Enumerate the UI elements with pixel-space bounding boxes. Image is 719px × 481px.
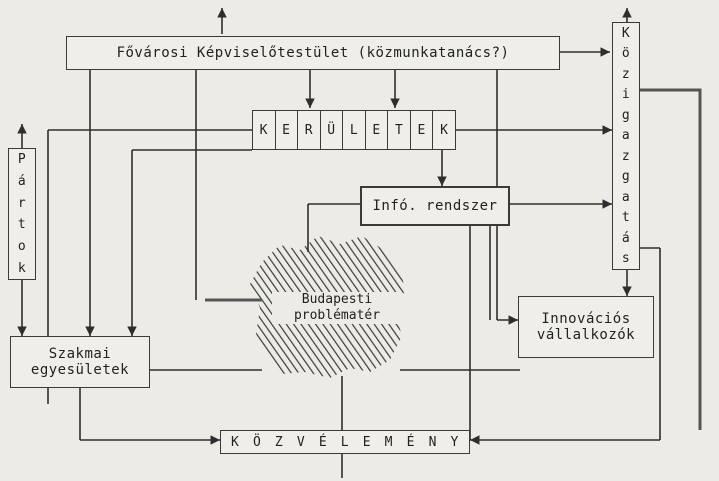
problemater-line1: Budapesti <box>272 292 402 308</box>
kozigazgatas-letter: a <box>622 129 630 142</box>
kozvelemeny-letter: E <box>363 435 371 450</box>
problemater-line2: problématér <box>272 308 402 324</box>
keruletek-letter: R <box>298 111 321 149</box>
kozvelemeny-letter: É <box>407 435 415 450</box>
keruletek-letter: K <box>253 111 276 149</box>
kozvelemeny-letter: Y <box>451 435 459 450</box>
node-budapesti-problemater: Budapesti problématér <box>272 292 402 324</box>
kozigazgatas-letter: g <box>622 109 630 122</box>
kozigazgatas-letter: ö <box>622 47 630 60</box>
keruletek-letter: K <box>433 111 455 149</box>
keruletek-letter: T <box>388 111 411 149</box>
kozigazgatas-letter: i <box>622 88 630 101</box>
keruletek-letter: E <box>276 111 299 149</box>
node-szakmai-egyesuletek: Szakmai egyesületek <box>10 336 150 388</box>
kozigazgatas-letter: z <box>622 150 630 163</box>
kozigazgatas-letter: á <box>622 232 630 245</box>
keruletek-letter: E <box>411 111 434 149</box>
kozvelemeny-letter: K <box>231 435 239 450</box>
kozigazgatas-letter: t <box>622 211 630 224</box>
szakmai-line1: Szakmai <box>49 346 112 362</box>
kozvelemeny-letter: L <box>341 435 349 450</box>
node-fovarosi-kepviselotestulet: Fővárosi Képviselőtestület (közmunkataná… <box>66 36 560 70</box>
kozigazgatas-letter: s <box>622 252 630 265</box>
partok-letter: t <box>18 218 26 231</box>
node-innovacios-vallalkozok: Innovációs vállalkozók <box>518 296 654 358</box>
kozvelemeny-letter: Ö <box>253 435 261 450</box>
partok-letter: k <box>18 262 26 275</box>
partok-letter: á <box>18 175 26 188</box>
keruletek-letter: E <box>366 111 389 149</box>
node-info-rendszer: Infó. rendszer <box>360 186 510 226</box>
keruletek-letter: L <box>343 111 366 149</box>
node-info-label: Infó. rendszer <box>372 198 497 214</box>
partok-letter: r <box>18 197 26 210</box>
keruletek-letter: Ü <box>321 111 344 149</box>
kozvelemeny-letter: É <box>319 435 327 450</box>
partok-letter: P <box>18 153 26 166</box>
kozigazgatas-letter: K <box>622 27 630 40</box>
innovacios-line2: vállalkozók <box>537 327 635 343</box>
innovacios-line1: Innovációs <box>541 311 630 327</box>
node-fovarosi-label: Fővárosi Képviselőtestület (közmunkataná… <box>117 45 510 61</box>
kozvelemeny-letter: Z <box>275 435 283 450</box>
kozvelemeny-letter: N <box>429 435 437 450</box>
kozigazgatas-letter: g <box>622 170 630 183</box>
kozigazgatas-letter: z <box>622 68 630 81</box>
szakmai-line2: egyesületek <box>31 362 129 378</box>
kozvelemeny-letter: M <box>385 435 393 450</box>
kozigazgatas-letter: a <box>622 191 630 204</box>
kozvelemeny-letter: V <box>297 435 305 450</box>
partok-letter: o <box>18 240 26 253</box>
